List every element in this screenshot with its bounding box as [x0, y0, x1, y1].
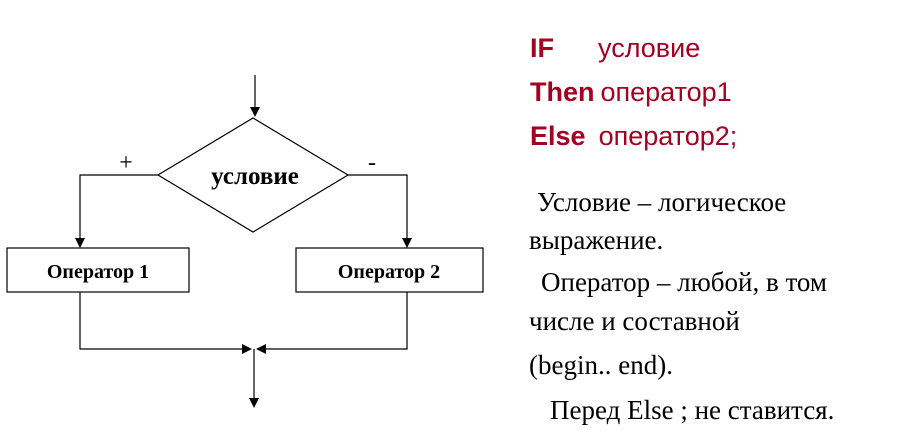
- syntax-line-if: IF условие: [500, 8, 700, 89]
- then-operator-text: оператор1: [600, 77, 732, 107]
- else-operator-text: оператор2;: [598, 121, 738, 151]
- merge-left-arrowhead: [242, 344, 252, 354]
- note-line-2: выражение.: [529, 225, 664, 255]
- true-branch-connector: [79, 174, 158, 245]
- merge-right-arrowhead: [256, 344, 266, 354]
- condition-diamond: [156, 117, 350, 233]
- false-branch-label: -: [368, 150, 376, 176]
- false-branch-connector: [348, 174, 408, 245]
- operator1-label: Оператор 1: [47, 261, 149, 283]
- note-line-4: числе и составной: [529, 306, 740, 336]
- exit-arrowhead: [249, 398, 259, 408]
- merge-right-connector: [262, 292, 408, 350]
- if-condition-text: условие: [598, 33, 701, 63]
- note-line-6: Перед Else ; не ставится.: [550, 395, 835, 425]
- operator2-box: [295, 247, 484, 293]
- condition-label: условие: [211, 163, 299, 190]
- syntax-line-else: Else оператор2;: [500, 96, 737, 177]
- false-branch-arrowhead: [402, 238, 412, 248]
- true-branch-arrowhead: [75, 238, 85, 248]
- note-line-3: Оператор – любой, в том: [541, 267, 828, 297]
- else-keyword: Else: [530, 121, 586, 151]
- note-line-1: Условие – логическое: [537, 187, 787, 217]
- if-keyword: IF: [530, 33, 555, 63]
- entry-arrowhead: [250, 107, 260, 117]
- then-keyword: Then: [530, 77, 595, 107]
- operator2-label: Оператор 2: [338, 261, 440, 283]
- operator1-box: [6, 247, 190, 293]
- merge-left-connector: [79, 292, 246, 350]
- if-then-else-flowchart: условие + - Оператор 1 Оператор 2: [6, 75, 484, 408]
- explanation-notes: Условие – логическое выражение. Оператор…: [500, 180, 908, 430]
- note-line-5: (begin.. end).: [529, 350, 673, 380]
- true-branch-label: +: [119, 150, 133, 176]
